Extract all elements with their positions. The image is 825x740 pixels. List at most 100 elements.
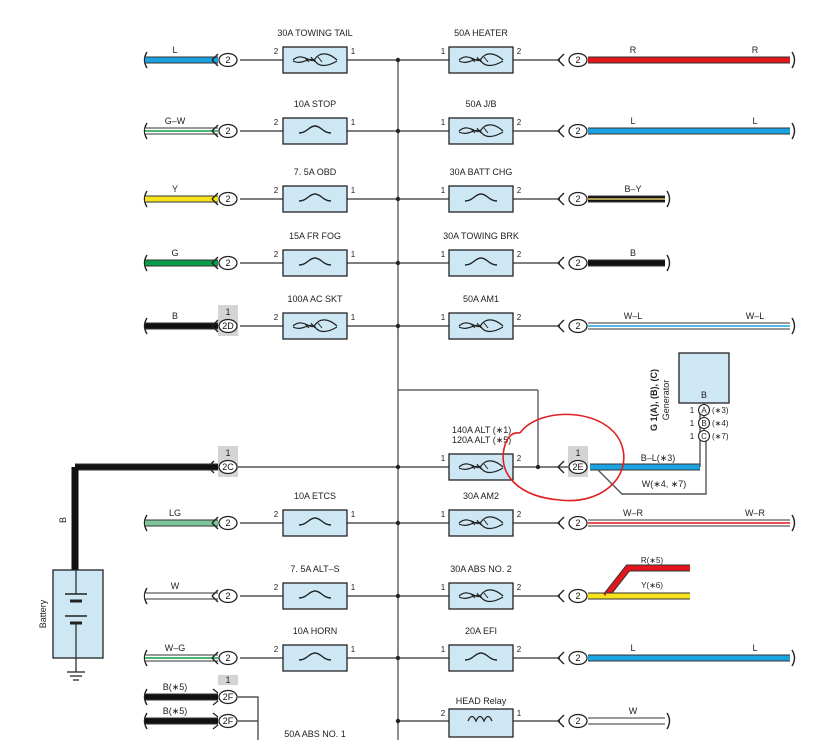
right-fuse-name: 30A AM2: [463, 491, 499, 501]
right-fuse-name: 50A AM1: [463, 294, 499, 304]
left-wire-label: Y: [172, 184, 178, 194]
left-pin-out: 1: [351, 118, 356, 127]
generator-pin-note: (∗4): [712, 419, 729, 428]
alt-connector-2c: 12C: [207, 446, 238, 477]
connector-shell: [218, 52, 238, 68]
connector-arrow: [211, 192, 219, 206]
connector-label: 2: [575, 321, 580, 331]
left-wire-label: L: [172, 45, 177, 55]
connector-label: 2: [575, 55, 580, 65]
left-fuse: [282, 46, 348, 74]
connector-arrow: [211, 651, 219, 665]
right-fuse: [448, 185, 514, 213]
left-pin-out: 1: [351, 583, 356, 592]
left-pin-in: 2: [274, 118, 279, 127]
connector-label: 2C: [222, 462, 234, 472]
connector-shell: [218, 689, 238, 705]
generator-subtitle: Generator: [661, 380, 671, 421]
bottom-lead: [238, 696, 259, 740]
abs-wire-red: [604, 565, 690, 598]
left-wire-label: LG: [169, 508, 181, 518]
left-fuse: [282, 312, 348, 340]
alt-fuse-name-1: 140A ALT (∗1): [452, 425, 511, 435]
right-pin-out: 2: [517, 118, 522, 127]
connector-pin: 1: [575, 448, 580, 458]
left-fuse-name: 7. 5A ALT–S: [290, 564, 339, 574]
right-pin-in: 1: [441, 186, 446, 195]
connector-label: 2F: [223, 692, 234, 702]
generator-pin: [697, 403, 711, 417]
left-pin-in: 2: [274, 510, 279, 519]
left-wire-label: B: [172, 311, 178, 321]
generator-title: G 1(A), (B), (C): [649, 369, 659, 431]
connector-label: 2F: [223, 716, 234, 726]
right-fuse: [448, 249, 514, 277]
connector-shell: [218, 123, 238, 139]
right-wire-label: L: [630, 116, 635, 126]
left-wire-label: W–G: [165, 643, 186, 653]
ground-icon: [67, 671, 85, 681]
connector-shell: [568, 515, 588, 531]
right-wire-label: L: [630, 643, 635, 653]
left-fuse: [282, 582, 348, 610]
connector-shell: [218, 191, 238, 207]
connector-arrow: [557, 53, 565, 67]
alt-wire-label-w: W(∗4, ∗7): [642, 479, 687, 489]
connector-shell: [218, 459, 238, 475]
left-fuse-name: 7. 5A OBD: [294, 167, 337, 177]
alt-wire-w: [597, 437, 707, 495]
left-pin-in: 2: [274, 313, 279, 322]
connector-label: 2: [575, 653, 580, 663]
right-connector: 2: [557, 318, 588, 334]
right-pin-in: 1: [441, 250, 446, 259]
connector-shell: [568, 191, 588, 207]
left-connector: 2: [211, 515, 238, 531]
abs-label-yellow: Y(∗6): [641, 581, 663, 590]
right-wire-label-end: L: [752, 643, 757, 653]
connector-pin: 1: [225, 448, 230, 458]
connector-label: 2: [225, 653, 230, 663]
left-pin-out: 1: [351, 250, 356, 259]
bottom-wire-label: B(∗5): [163, 682, 188, 692]
connector-shell: [568, 459, 588, 475]
connector-arrow: [211, 53, 219, 67]
connector-label: 2: [575, 518, 580, 528]
right-fuse: [448, 509, 514, 537]
head-relay-label: HEAD Relay: [456, 696, 507, 706]
connector-label: 2E: [572, 462, 583, 472]
left-pin-in: 2: [274, 186, 279, 195]
left-fuse: [282, 249, 348, 277]
connector-arrow: [212, 688, 219, 706]
connector-arrow: [557, 589, 565, 603]
connector-shell: [218, 588, 238, 604]
left-pin-in: 2: [274, 250, 279, 259]
generator-pin-note: (∗3): [712, 406, 729, 415]
connector-label: 2: [575, 194, 580, 204]
abs-label-red: R(∗5): [641, 556, 664, 565]
connector-label: 2: [225, 518, 230, 528]
connector-label: 2: [575, 126, 580, 136]
connector-shell: [218, 650, 238, 666]
connector-shell: [218, 318, 238, 334]
connector-arrow: [557, 256, 565, 270]
right-pin-in: 1: [441, 510, 446, 519]
right-pin-out: 2: [517, 47, 522, 56]
right-pin-out: 2: [517, 313, 522, 322]
left-fuse-name: 10A ETCS: [294, 491, 336, 501]
left-pin-in: 2: [274, 583, 279, 592]
relay-coil-icon: [467, 715, 493, 723]
connector-shell: [568, 123, 588, 139]
right-pin-out: 2: [517, 186, 522, 195]
wire-break-mark: [143, 514, 148, 532]
battery: Battery: [38, 569, 104, 681]
head-relay-body: [448, 708, 514, 738]
right-pin-in: 1: [441, 583, 446, 592]
